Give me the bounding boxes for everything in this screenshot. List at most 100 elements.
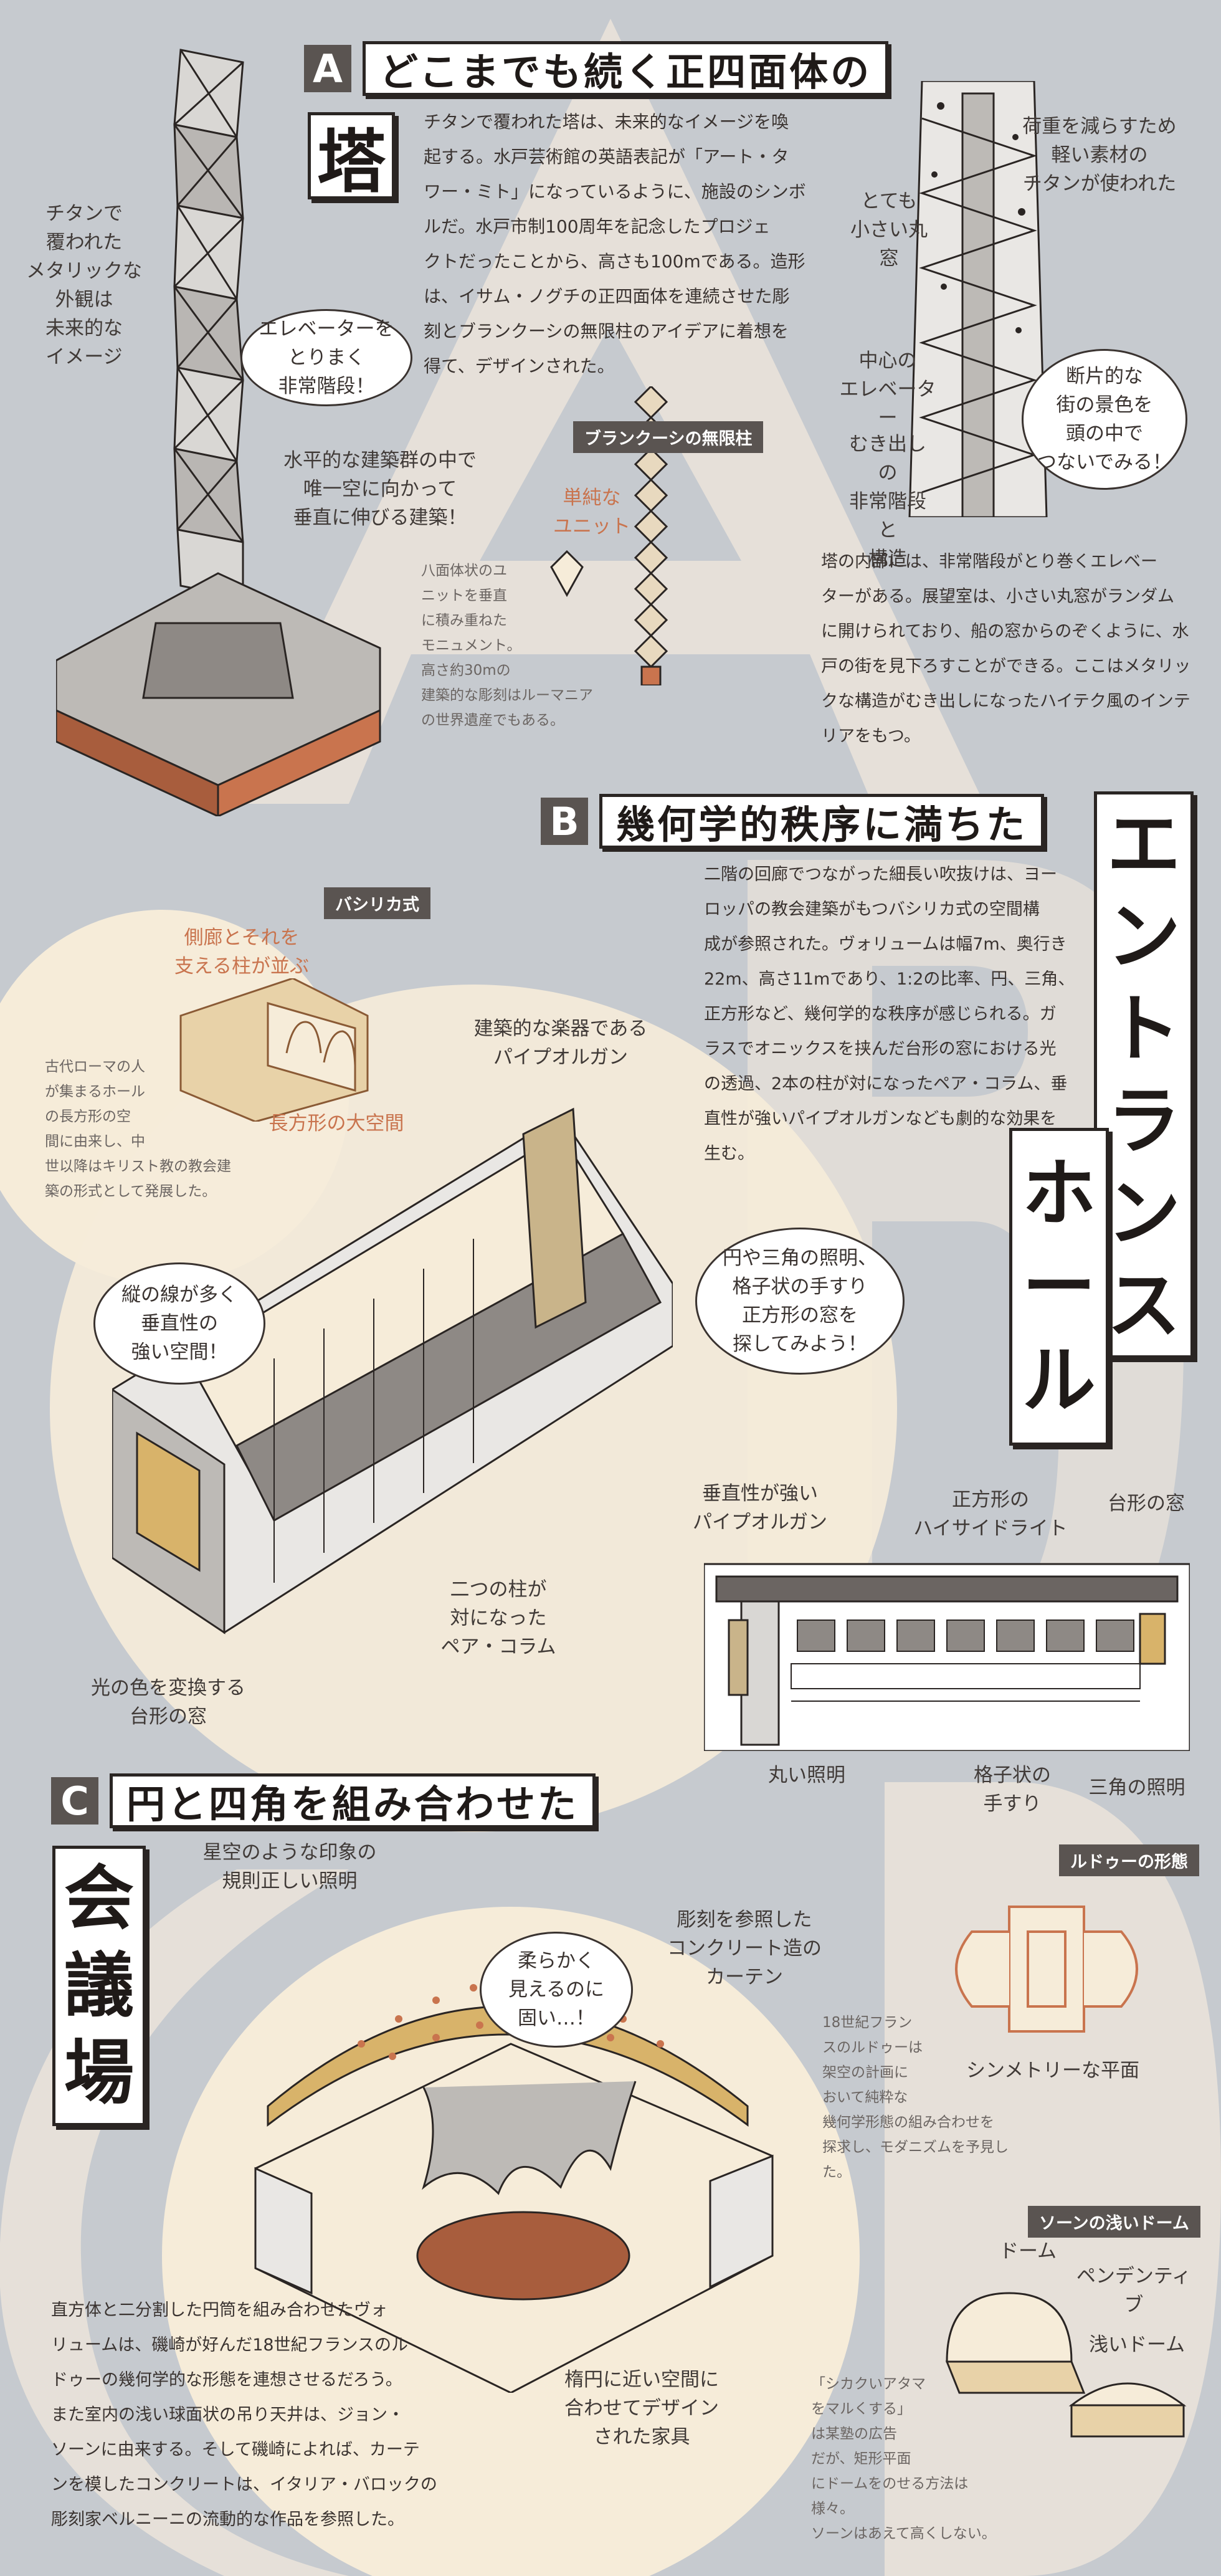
section-b-header: B 幾何学的秩序に満ちた <box>541 794 1045 849</box>
note-line: スのルドゥーは <box>822 2039 923 2056</box>
note-line: ユニット <box>553 515 630 538</box>
note-line: ニットを垂直 <box>421 588 507 604</box>
section-a-header: A どこまでも続く正四面体の <box>304 41 889 96</box>
note-line: 世以降はキリスト教の教会建 <box>45 1158 231 1175</box>
furniture-note: 楕円に近い空間に 合わせてデザイン された家具 <box>536 2365 748 2451</box>
note-line: 光の色を変換する <box>91 1677 245 1699</box>
bubble-line: 円や三角の照明、 <box>723 1247 877 1269</box>
big-char: エ <box>1106 801 1181 887</box>
note-line: ハイサイドライト <box>913 1517 1068 1540</box>
dome-note: ドーム <box>999 2240 1057 2263</box>
note-line: コンクリート造の <box>667 1937 822 1960</box>
basilica-tag: バシリカ式 <box>324 887 430 919</box>
note-line: にドームをのせる方法は様々。 <box>811 2476 969 2517</box>
section-letter-a: A <box>304 45 351 92</box>
note-line: メタリックな <box>26 260 142 282</box>
city-fragments-bubble: 断片的な 街の景色を 頭の中で つないでみる！ <box>1022 349 1187 490</box>
concrete-curtain-note: 彫刻を参照した コンクリート造の カーテン <box>648 1906 841 1992</box>
note-line: の世界遺産でもある。 <box>421 712 564 728</box>
note-line: 側廊とそれを <box>184 927 300 949</box>
bubble-line: 強い空間！ <box>131 1341 228 1363</box>
note-line: ペア・コラム <box>440 1636 556 1658</box>
note-line: 建築的な楽器である <box>473 1018 648 1040</box>
hall-big-word: ホ ー ル <box>1009 1128 1109 1446</box>
note-line: だが、矩形平面 <box>811 2451 911 2467</box>
note-line: 格子状の <box>974 1764 1051 1787</box>
simple-unit-note: 単純な ユニット <box>548 484 635 541</box>
note-line: 合わせてデザイン <box>564 2397 719 2420</box>
big-char: ン <box>1106 894 1181 980</box>
vertical-space-bubble: 縦の線が多く 垂直性の 強い空間！ <box>93 1262 265 1385</box>
triangle-light-note: 三角の照明 <box>1088 1777 1185 1799</box>
note-line: 星空のような印象の <box>202 1841 377 1864</box>
desc-line: 塔の内部には、非常階段がとり巻くエレベー <box>821 552 1157 571</box>
bubble-line: 見えるのに <box>508 1978 605 2001</box>
tower-desc-line: 起する。水戸芸術館の英語表記が「アート・タ <box>424 146 789 167</box>
note-line: 手すり <box>983 1793 1042 1815</box>
lattice-rail-note: 格子状の 手すり <box>966 1761 1059 1818</box>
ledoux-plan-illustration <box>955 1906 1138 2033</box>
conference-hall-illustration <box>254 1978 774 2393</box>
note-line: チタンが使われた <box>1022 173 1177 195</box>
bubble-line: 街の景色を <box>1056 394 1153 416</box>
trapezoid-window-note-2: 台形の窓 <box>1108 1492 1185 1515</box>
soft-but-hard-bubble: 柔らかく 見えるのに 固い…！ <box>480 1932 633 2048</box>
desc-line: 成が参照された。ヴォリュームは幅7m、奥行き <box>704 935 1067 954</box>
note-line: 探求し、モダニズムを予見した。 <box>822 2139 1009 2180</box>
note-line: 台形の窓 <box>130 1705 207 1728</box>
small-window-note: とても 小さい丸窓 <box>848 187 929 273</box>
desc-line: 戸の街を見下ろすことができる。ここはメタリッ <box>821 657 1191 676</box>
exposed-stairs-note: むき出しの 非常階段と 構造 <box>841 430 934 573</box>
bubble-line: 柔らかく <box>517 1950 595 1972</box>
bubble-line: 断片的な <box>1065 365 1143 388</box>
note-line: 支える柱が並ぶ <box>174 955 310 978</box>
note-line: ソーンはあえて高くしない。 <box>811 2526 996 2542</box>
section-b-title: 幾何学的秩序に満ちた <box>599 794 1045 849</box>
desc-line: クな構造がむき出しになったハイテク風のインテ <box>821 692 1190 711</box>
note-line: 規則正しい照明 <box>222 1870 358 1892</box>
note-line: は某塾の広告 <box>811 2426 897 2442</box>
octahedron-unit-icon <box>550 550 584 598</box>
bubble-line: 格子状の手すり <box>732 1276 868 1298</box>
note-line: カーテン <box>706 1966 783 1988</box>
symmetric-plan-note: シンメトリーな平面 <box>966 2059 1140 2082</box>
tower-illustration <box>56 49 381 816</box>
bubble-line: とりまく <box>288 346 365 369</box>
note-line: 垂直に伸びる建築！ <box>293 507 467 529</box>
center-elevator-note: 中心の エレベーター <box>835 346 941 432</box>
big-char: 会 <box>64 1858 134 1939</box>
big-char: ン <box>1106 1170 1181 1256</box>
note-line: 外観は <box>55 289 113 311</box>
organ-section-note: 垂直性が強い パイプオルガン <box>691 1479 829 1537</box>
note-line: 「シカクいアタマ <box>811 2376 926 2392</box>
note-line: 古代ローマの人 <box>45 1059 145 1075</box>
entrance-big-word: エ ン ト ラ ン ス <box>1094 791 1194 1358</box>
note-line: された家具 <box>593 2426 690 2448</box>
endless-column-tag: ブランクーシの無限柱 <box>573 421 764 453</box>
desc-line: ドゥーの幾何学的な形態を連想させるだろう。 <box>51 2370 402 2390</box>
section-c-title: 円と四角を組み合わせた <box>110 1773 596 1828</box>
tower-interior-description: 塔の内部には、非常階段がとり巻くエレベー ターがある。展望室は、小さい丸窓がラン… <box>821 545 1201 754</box>
desc-line: また室内の浅い球面状の吊り天井は、ジョン・ <box>51 2405 404 2425</box>
big-char: ー <box>1022 1244 1096 1330</box>
note-line: パイプオルガン <box>493 1046 629 1069</box>
section-letter-c: C <box>51 1777 98 1825</box>
desc-line: 生む。 <box>704 1144 754 1163</box>
pipe-organ-note: 建築的な楽器である パイプオルガン <box>442 1014 679 1072</box>
big-char: ホ <box>1022 1150 1096 1236</box>
tower-desc-line: ルだ。水戸市制100周年を記念したプロジェ <box>424 216 771 237</box>
note-line: 楕円に近い空間に <box>564 2368 719 2391</box>
note-line: むき出しの <box>849 433 926 484</box>
big-char: ル <box>1022 1337 1096 1423</box>
note-line: 幾何学形態の組み合わせを <box>822 2114 994 2130</box>
bubble-line: エレベーターを <box>259 318 394 340</box>
desc-line: ラスでオニックスを挟んだ台形の窓における光 <box>704 1039 1057 1059</box>
note-line: おいて純粋な <box>822 2089 908 2106</box>
note-line: 正方形の <box>952 1489 1029 1511</box>
soane-dome-illustration <box>945 2292 1187 2438</box>
tower-desc-line: は、イサム・ノグチの正四面体を連続させた彫 <box>424 286 790 307</box>
note-line: 間に由来し、中 <box>45 1133 145 1150</box>
bubble-line: 縦の線が多く <box>121 1284 237 1306</box>
note-line: 中心の <box>858 350 917 372</box>
note-line: 垂直性が強い <box>702 1482 818 1505</box>
